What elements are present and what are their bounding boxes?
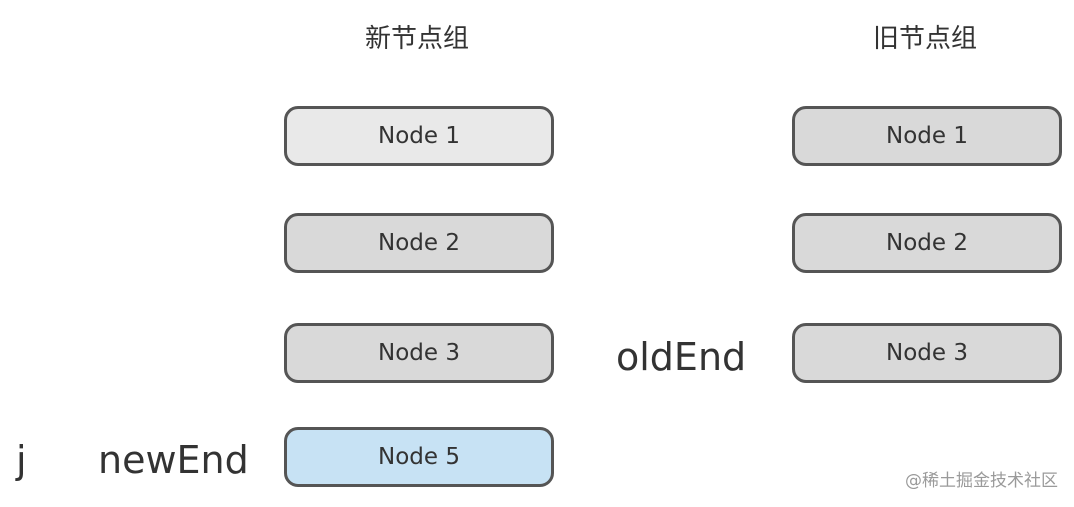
old-node-2: Node 2 (792, 213, 1062, 273)
old-group-title: 旧节点组 (873, 24, 978, 54)
j-pointer: j (16, 438, 27, 482)
new-node-5: Node 5 (284, 427, 554, 487)
new-end-pointer: newEnd (98, 438, 249, 482)
new-group-title: 新节点组 (365, 24, 470, 54)
watermark: @稀土掘金技术社区 (905, 471, 1058, 491)
new-node-2: Node 2 (284, 213, 554, 273)
new-node-3: Node 3 (284, 323, 554, 383)
old-node-3: Node 3 (792, 323, 1062, 383)
new-node-1: Node 1 (284, 106, 554, 166)
old-node-1: Node 1 (792, 106, 1062, 166)
old-end-pointer: oldEnd (616, 335, 747, 379)
